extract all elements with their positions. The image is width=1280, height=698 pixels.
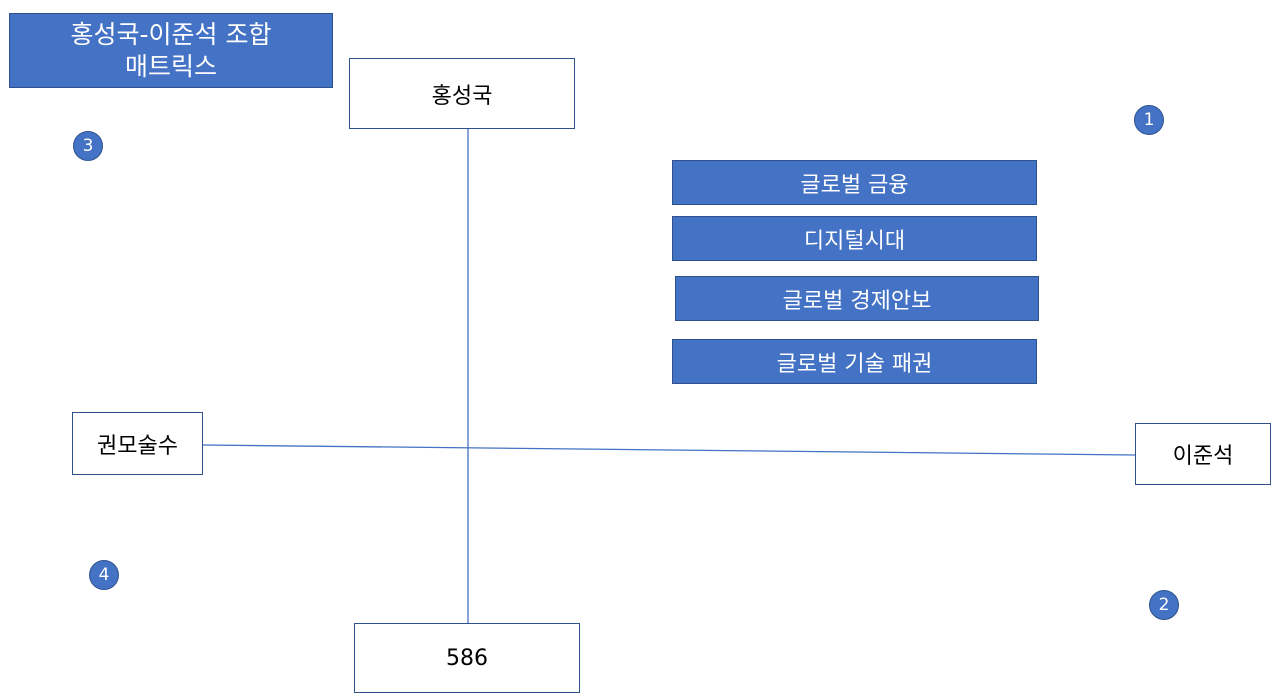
axis-label-left: 권모술수 [72, 412, 203, 475]
quadrant-4-badge: 4 [89, 560, 119, 590]
quadrant-1-badge: 1 [1134, 105, 1164, 135]
horizontal-axis-line [202, 444, 1136, 456]
matrix-title: 홍성국-이준석 조합 매트릭스 [9, 13, 333, 88]
axis-label-top: 홍성국 [349, 58, 575, 129]
theme-global-tech-hegemony: 글로벌 기술 패권 [672, 339, 1037, 384]
theme-global-finance: 글로벌 금융 [672, 160, 1037, 205]
axis-label-right: 이준석 [1135, 423, 1271, 485]
theme-global-economic-security: 글로벌 경제안보 [675, 276, 1039, 321]
theme-digital-era: 디지털시대 [672, 216, 1037, 261]
quadrant-3-badge: 3 [73, 131, 103, 161]
quadrant-2-badge: 2 [1149, 590, 1179, 620]
axis-label-bottom: 586 [354, 623, 580, 693]
